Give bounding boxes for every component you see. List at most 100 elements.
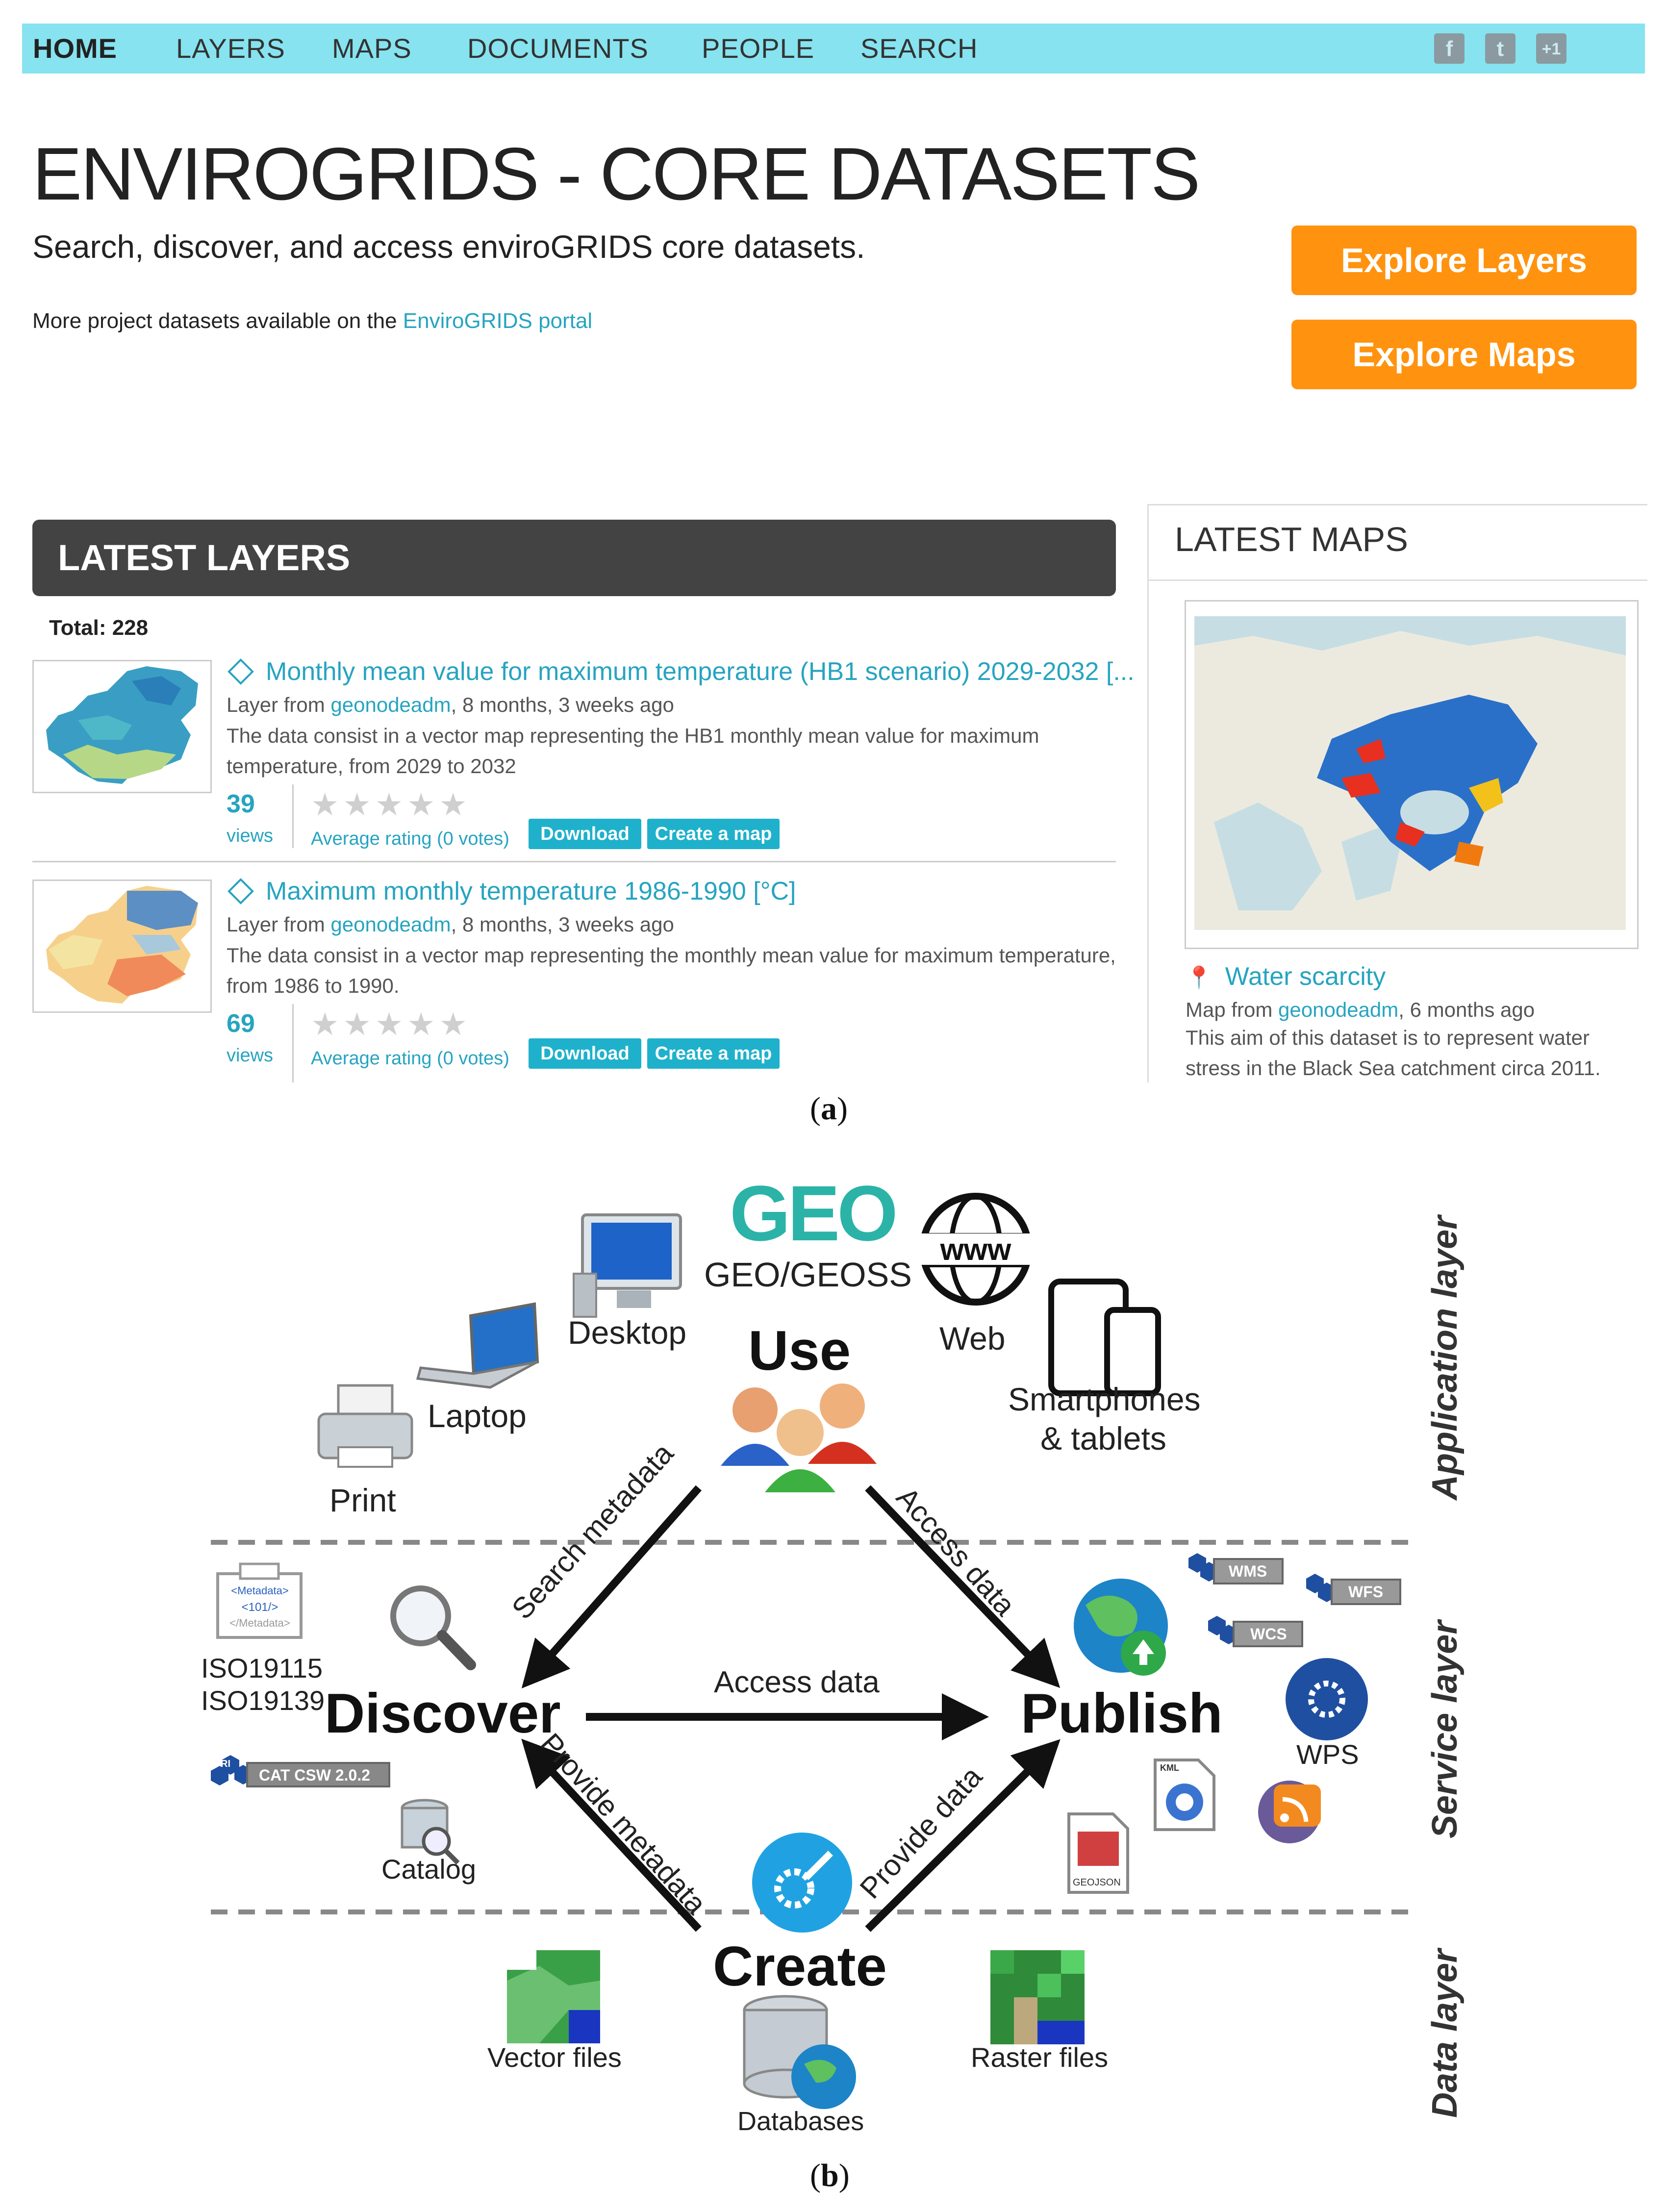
create-label: Create xyxy=(713,1936,887,1998)
svg-text:RI: RI xyxy=(221,1759,230,1769)
layer-description: The data consist in a vector map represe… xyxy=(227,724,1039,778)
layer-owner-link[interactable]: geonodeadm xyxy=(330,913,451,936)
desktop-icon xyxy=(573,1213,682,1318)
layer-title-link[interactable]: Maximum monthly temperature 1986-1990 [°… xyxy=(227,877,796,906)
laptop-label: Laptop xyxy=(428,1398,527,1434)
wcs-badge: WCS xyxy=(1208,1616,1303,1647)
desktop-label: Desktop xyxy=(568,1314,687,1351)
layer-thumbnail[interactable] xyxy=(32,880,212,1013)
layer-owner-link[interactable]: geonodeadm xyxy=(330,693,451,716)
kml-file-icon: KML xyxy=(1154,1759,1215,1831)
create-map-button[interactable]: Create a map xyxy=(647,819,780,849)
average-rating: Average rating (0 votes) xyxy=(311,829,509,849)
layer-meta-prefix: Layer from xyxy=(227,913,331,936)
raster-files-label: Raster files xyxy=(971,2042,1109,2073)
layer-title-text: Maximum monthly temperature 1986-1990 [°… xyxy=(266,877,796,905)
maps-panel-border xyxy=(1147,504,1149,1082)
web-label: Web xyxy=(939,1320,1006,1357)
map-meta: Map from geonodeadm, 6 months ago xyxy=(1186,998,1535,1022)
layer-title-link[interactable]: Monthly mean value for maximum temperatu… xyxy=(227,657,1135,686)
download-button[interactable]: Download xyxy=(529,819,641,849)
geo-geoss-label: GEO/GEOSS xyxy=(704,1256,912,1294)
svg-text:WCS: WCS xyxy=(1250,1625,1287,1643)
magnifier-icon xyxy=(390,1585,476,1670)
application-layer-label: Application layer xyxy=(1425,1215,1465,1500)
map-title-text: Water scarcity xyxy=(1225,962,1386,991)
layer-views-label: views xyxy=(227,1045,274,1066)
create-map-button[interactable]: Create a map xyxy=(647,1038,780,1069)
map-meta-prefix: Map from xyxy=(1186,998,1279,1021)
catalog-database-icon xyxy=(401,1799,460,1865)
explore-layers-button[interactable]: Explore Layers xyxy=(1291,226,1637,295)
layer-view-count: 69 xyxy=(227,1009,255,1038)
databases-label: Databases xyxy=(737,2107,864,2136)
geojson-file-icon: GEOJSON xyxy=(1067,1812,1129,1894)
google-plus-icon[interactable]: +1 xyxy=(1536,33,1566,64)
printer-icon xyxy=(317,1384,413,1468)
nav-search[interactable]: SEARCH xyxy=(860,33,978,64)
map-thumbnail[interactable] xyxy=(1185,600,1639,949)
raster-file-icon xyxy=(990,1950,1085,2044)
smartphone-tablet-icon xyxy=(1048,1279,1161,1396)
wps-gear-icon xyxy=(1286,1658,1368,1740)
nav-home[interactable]: HOME xyxy=(33,33,117,64)
layer-thumbnail[interactable] xyxy=(32,660,212,793)
layer-views-label: views xyxy=(227,826,274,846)
latest-maps-title: LATEST MAPS xyxy=(1175,520,1408,558)
geo-logo: GEO xyxy=(730,1169,895,1257)
rss-feed-icon xyxy=(1258,1781,1321,1843)
svg-text:<Metadata>: <Metadata> xyxy=(231,1584,288,1597)
svg-text:<101/>: <101/> xyxy=(242,1601,278,1614)
svg-text:WMS: WMS xyxy=(1229,1562,1267,1580)
caption-a-letter: a xyxy=(820,1091,837,1127)
layer-meta: Layer from geonodeadm, 8 months, 3 weeks… xyxy=(227,693,674,717)
enviro-grids-portal-link[interactable]: EnviroGRIDS portal xyxy=(403,309,593,333)
nav-documents[interactable]: DOCUMENTS xyxy=(467,33,649,64)
rating-stars[interactable]: ★★★★★ xyxy=(311,787,471,822)
catalog-label: Catalog xyxy=(381,1854,477,1885)
nav-people[interactable]: PEOPLE xyxy=(702,33,815,64)
divider xyxy=(292,1004,294,1082)
row-divider xyxy=(32,861,1116,862)
nav-layers[interactable]: LAYERS xyxy=(176,33,285,64)
use-label: Use xyxy=(748,1320,851,1382)
map-owner-link[interactable]: geonodeadm xyxy=(1278,998,1399,1021)
maps-header-divider xyxy=(1147,579,1647,581)
layer-meta-prefix: Layer from xyxy=(227,693,331,716)
wms-badge: WMS xyxy=(1188,1553,1284,1584)
page-title: ENVIROGRIDS - CORE DATASETS xyxy=(32,132,1200,216)
caption-b-letter: b xyxy=(820,2158,839,2193)
publish-globe-icon xyxy=(1074,1579,1168,1676)
download-button[interactable]: Download xyxy=(529,1038,641,1069)
twitter-icon[interactable]: t xyxy=(1485,33,1515,64)
cat-csw-badge: RI CAT CSW 2.0.2 xyxy=(211,1755,390,1787)
layer-meta-age: , 8 months, 3 weeks ago xyxy=(451,913,674,936)
svg-text:www: www xyxy=(940,1233,1011,1267)
layer-meta: Layer from geonodeadm, 8 months, 3 weeks… xyxy=(227,913,674,936)
smartphones-label: Smartphones xyxy=(1008,1381,1201,1417)
svg-text:WFS: WFS xyxy=(1348,1583,1383,1601)
discover-label: Discover xyxy=(325,1683,561,1745)
svg-text:CAT CSW 2.0.2: CAT CSW 2.0.2 xyxy=(259,1766,370,1784)
wps-label: WPS xyxy=(1296,1739,1359,1770)
page-subtitle: Search, discover, and access enviroGRIDS… xyxy=(32,228,865,265)
wfs-badge: WFS xyxy=(1306,1574,1401,1605)
rating-stars[interactable]: ★★★★★ xyxy=(311,1006,471,1042)
divider xyxy=(292,784,294,848)
layers-total: Total: 228 xyxy=(49,616,149,640)
access-data-label: Access data xyxy=(714,1665,880,1699)
explore-maps-button[interactable]: Explore Maps xyxy=(1291,320,1637,389)
maps-panel-border xyxy=(1147,504,1647,505)
latest-layers-title: LATEST LAYERS xyxy=(58,537,351,578)
vector-files-label: Vector files xyxy=(487,2042,622,2073)
nav-maps[interactable]: MAPS xyxy=(332,33,412,64)
map-title-link[interactable]: 📍Water scarcity xyxy=(1186,962,1386,991)
facebook-icon[interactable]: f xyxy=(1434,33,1465,64)
layer-meta-age: , 8 months, 3 weeks ago xyxy=(451,693,674,716)
data-layer-label: Data layer xyxy=(1425,1949,1465,2118)
tablets-label: & tablets xyxy=(1040,1420,1166,1457)
laptop-icon xyxy=(416,1302,539,1389)
iso19115-label: ISO19115 xyxy=(201,1653,323,1684)
top-navbar: HOME LAYERS MAPS DOCUMENTS PEOPLE SEARCH… xyxy=(22,24,1645,74)
